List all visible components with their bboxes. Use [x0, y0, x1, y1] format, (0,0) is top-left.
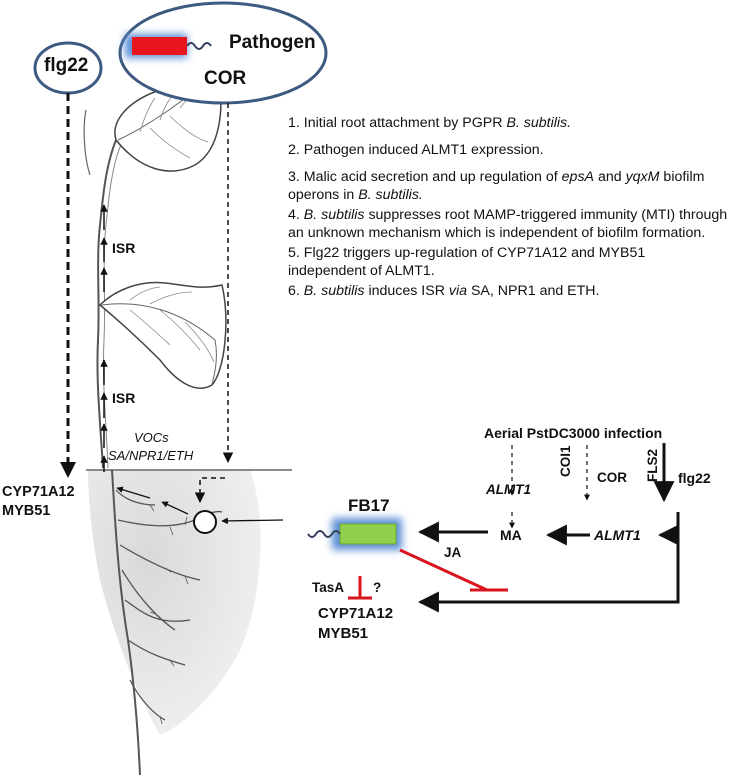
cyp71a12-left-label: CYP71A12 — [2, 484, 75, 500]
suppression-inhibition-line — [399, 548, 488, 592]
vocs-label: VOCs — [134, 430, 169, 445]
ma-label: MA — [500, 527, 522, 543]
isr-lower-label: ISR — [112, 390, 136, 406]
lower-leaf — [98, 281, 227, 389]
pathogen-oval — [118, 1, 328, 105]
almt1-lower-label: ALMT1 — [594, 527, 641, 543]
fb17-label: FB17 — [348, 496, 390, 515]
cor-mid-label: COR — [597, 470, 627, 485]
sa-npr1-eth-label: SA/NPR1/ETH — [108, 448, 194, 463]
isr-upper-label: ISR — [112, 240, 136, 256]
flg22-to-cyp-arrow — [417, 535, 680, 613]
fls2-label: FLS2 — [645, 448, 660, 482]
step-1: 1. Initial root attachment by PGPR B. su… — [288, 115, 572, 131]
root-attachment-site — [193, 510, 217, 534]
step-4: 4. B. subtilis suppresses root MAMP-trig… — [288, 207, 728, 241]
step-2: 2. Pathogen induced ALMT1 expression. — [288, 142, 544, 158]
coi1-label: COI1 — [558, 445, 573, 477]
fb17-cell-icon — [339, 523, 397, 545]
tasa-label: TasA — [312, 580, 345, 595]
steps-list: 1. Initial root attachment by PGPR B. su… — [288, 114, 736, 309]
pathogen-flagellum-icon — [186, 42, 212, 50]
cyp71a12-bottom-label: CYP71A12 — [318, 605, 394, 622]
pathogen-cell-icon — [132, 37, 187, 55]
aerial-infection-label: Aerial PstDC3000 infection — [484, 425, 663, 441]
flg22-mid-label: flg22 — [678, 470, 711, 486]
step-3: 3. Malic acid secretion and up regulatio… — [288, 169, 705, 203]
step-5: 5. Flg22 triggers up-regulation of CYP71… — [288, 245, 646, 279]
cor-dashed-to-root — [194, 477, 225, 504]
pathogen-label: Pathogen — [229, 32, 316, 53]
cor-oval-label: COR — [204, 68, 247, 89]
flg22-oval-label: flg22 — [44, 55, 89, 76]
fb17-flagellum-icon — [307, 530, 341, 538]
myb51-left-label: MYB51 — [2, 503, 51, 519]
step-6: 6. B. subtilis induces ISR via SA, NPR1 … — [288, 283, 600, 299]
question-mark-label: ? — [373, 580, 382, 595]
myb51-bottom-label: MYB51 — [318, 625, 369, 642]
almt1-upper-label: ALMT1 — [486, 482, 531, 497]
plant-stem — [96, 139, 117, 469]
ja-label: JA — [444, 545, 462, 560]
